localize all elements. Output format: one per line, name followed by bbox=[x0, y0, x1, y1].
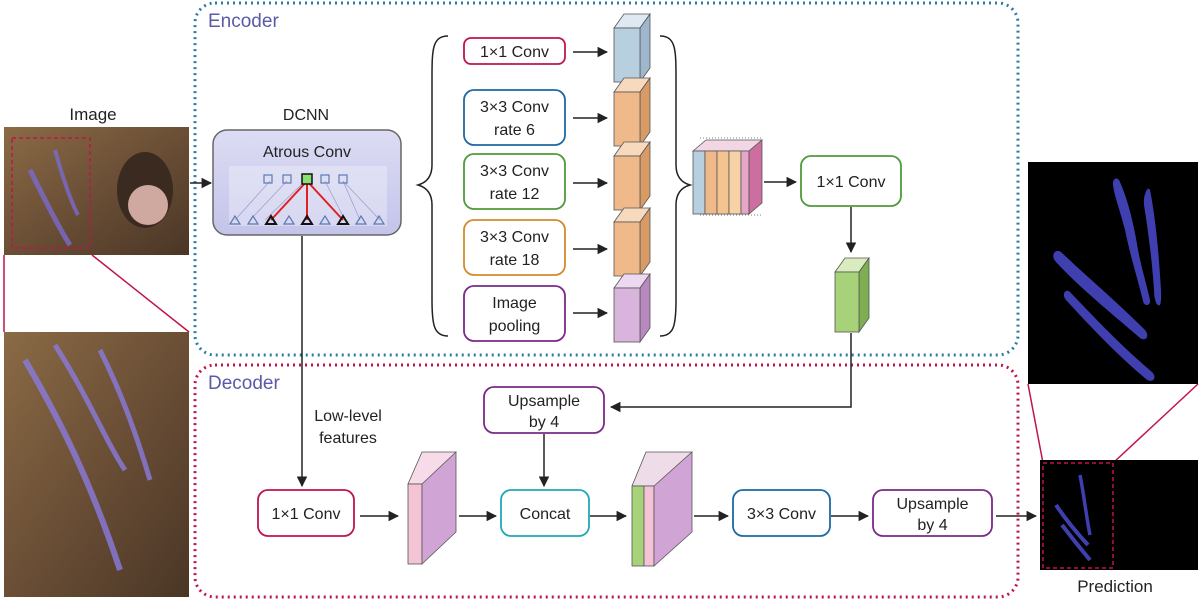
aspp-box-3-line1: 3×3 Conv bbox=[480, 163, 549, 180]
upsample-top-line1: Upsample bbox=[508, 393, 580, 410]
low-level-feature-map bbox=[407, 451, 457, 565]
decoder-frame bbox=[193, 363, 1020, 599]
aspp-feature-map-2 bbox=[613, 76, 651, 148]
pred-zoom-line-left bbox=[1027, 383, 1044, 464]
dcnn-label: DCNN bbox=[283, 107, 329, 124]
aspp-box-2-line1: 3×3 Conv bbox=[480, 99, 549, 116]
prediction-mask bbox=[1040, 460, 1198, 570]
arrow-encoder-to-upsample bbox=[609, 333, 852, 413]
prediction-label: Prediction bbox=[1077, 577, 1153, 596]
atrous-conv-label: Atrous Conv bbox=[263, 144, 351, 161]
aspp-concat-stack bbox=[691, 137, 764, 216]
prediction-mask-zoomed bbox=[1028, 162, 1198, 384]
decoder-3x3-conv-box bbox=[732, 489, 831, 537]
pred-zoom-line-right bbox=[1112, 383, 1199, 464]
aspp-box-3-line2: rate 12 bbox=[490, 186, 540, 203]
aspp-branch-2: 3×3 Conv rate 6 bbox=[463, 89, 609, 146]
zoom-line-right bbox=[91, 254, 190, 333]
concat-box bbox=[500, 489, 590, 537]
aspp-box-rate12 bbox=[463, 153, 566, 210]
aspp-branch-3: 3×3 Conv rate 12 bbox=[463, 153, 609, 210]
encoder-output-feature bbox=[834, 256, 870, 334]
aspp-box-1-line1: 1×1 Conv bbox=[480, 44, 549, 61]
decoder-title: Decoder bbox=[208, 373, 280, 394]
zoomed-image bbox=[4, 332, 189, 597]
image-label: Image bbox=[69, 105, 116, 124]
aspp-feature-map-3 bbox=[613, 140, 651, 212]
aspp-box-rate18 bbox=[463, 219, 566, 276]
aspp-box-5-line2: pooling bbox=[489, 318, 541, 335]
upsample-right-line2: by 4 bbox=[917, 517, 947, 534]
aspp-box-4-line2: rate 18 bbox=[490, 252, 540, 269]
aspp-branch-5: Image pooling bbox=[463, 285, 609, 342]
decoder-3x3-conv-label: 3×3 Conv bbox=[747, 506, 816, 523]
low-level-label-line1: Low-level bbox=[314, 408, 382, 425]
aspp-box-4-line1: 3×3 Conv bbox=[480, 229, 549, 246]
aspp-box-1x1-conv bbox=[463, 37, 566, 65]
upsample-right-line1: Upsample bbox=[896, 496, 968, 513]
decoder-1x1-conv-label: 1×1 Conv bbox=[272, 506, 341, 523]
aspp-feature-map-1 bbox=[613, 12, 651, 84]
input-image bbox=[4, 127, 189, 255]
aspp-feature-map-5 bbox=[613, 272, 651, 344]
low-level-label-line2: features bbox=[319, 430, 377, 447]
aspp-box-5-line1: Image bbox=[492, 295, 537, 312]
concat-label: Concat bbox=[520, 506, 571, 523]
concat-feature-map bbox=[631, 451, 693, 567]
aspp-box-2-line2: rate 6 bbox=[494, 122, 535, 139]
aspp-left-brace bbox=[415, 35, 449, 337]
upsample-top-box bbox=[483, 386, 605, 434]
atrous-conv-block: Atrous Conv bbox=[212, 129, 402, 236]
aspp-right-brace bbox=[659, 35, 693, 337]
upsample-top-line2: by 4 bbox=[529, 414, 559, 431]
encoder-1x1-conv-box bbox=[800, 155, 902, 207]
aspp-box-rate6 bbox=[463, 89, 566, 146]
aspp-feature-map-4 bbox=[613, 206, 651, 278]
upsample-right-box bbox=[872, 489, 993, 537]
decoder-1x1-conv-box bbox=[257, 489, 355, 537]
encoder-1x1-conv-label: 1×1 Conv bbox=[817, 174, 886, 191]
encoder-frame bbox=[193, 1, 1020, 357]
atrous-illustration bbox=[228, 166, 387, 226]
aspp-branch-1: 1×1 Conv bbox=[463, 37, 609, 65]
aspp-box-image-pooling bbox=[463, 285, 566, 342]
encoder-title: Encoder bbox=[208, 11, 279, 32]
aspp-branch-4: 3×3 Conv rate 18 bbox=[463, 219, 609, 276]
